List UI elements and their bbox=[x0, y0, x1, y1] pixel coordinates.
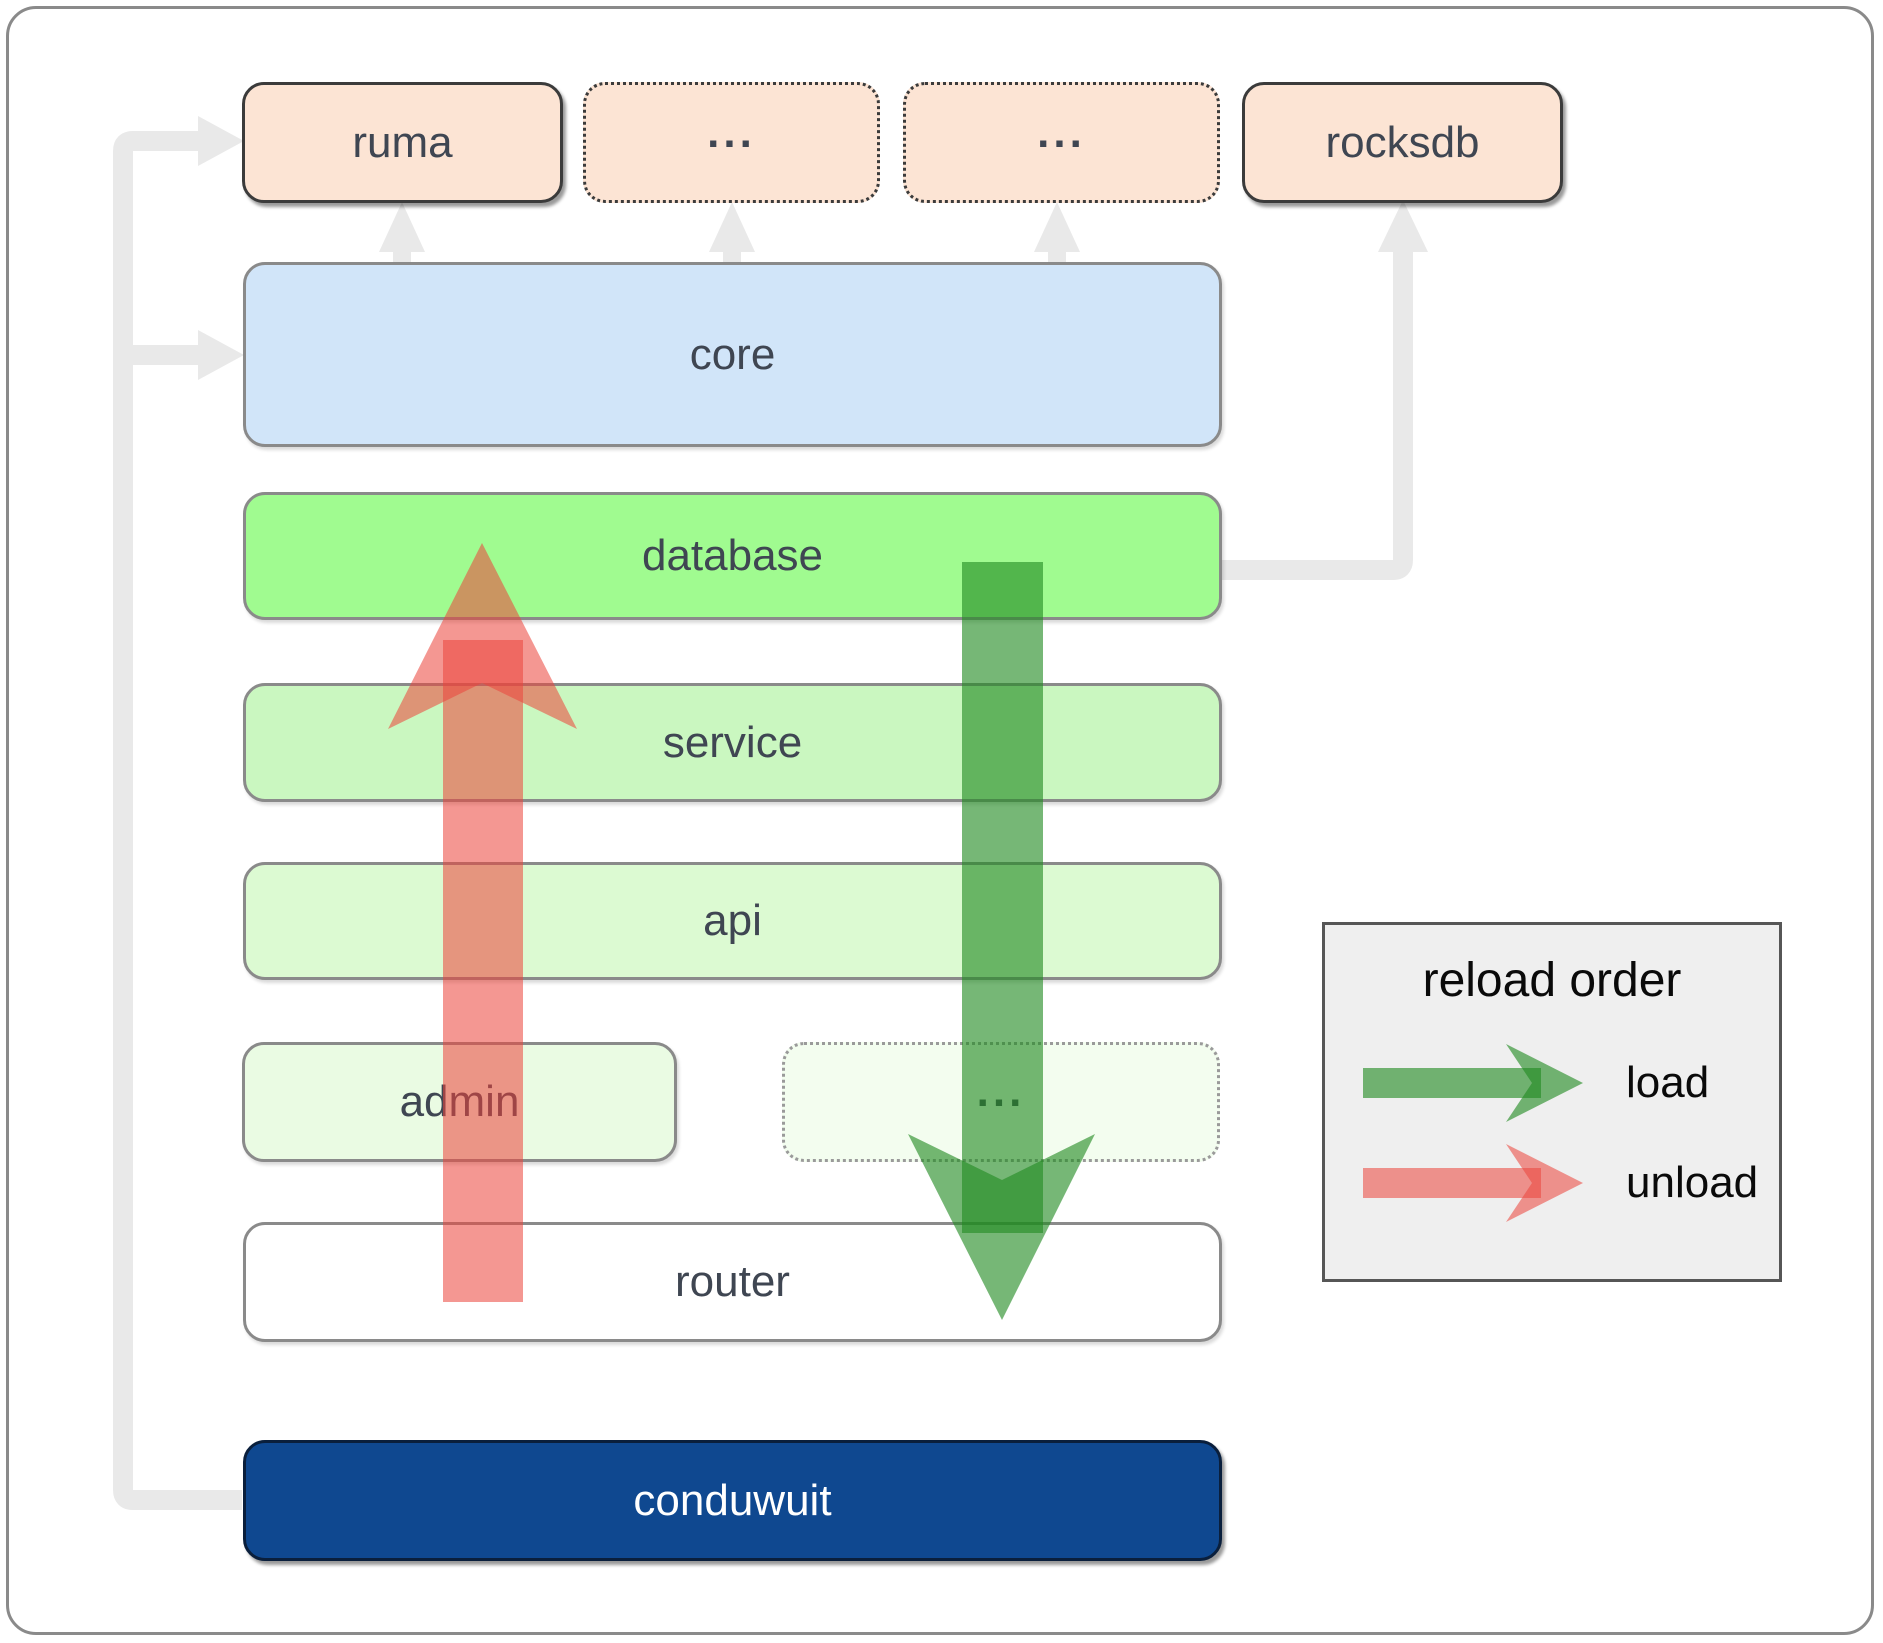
box-core: core bbox=[243, 262, 1222, 447]
box-router-label: router bbox=[675, 1257, 790, 1306]
box-service: service bbox=[243, 683, 1222, 802]
box-conduwuit: conduwuit bbox=[243, 1440, 1222, 1561]
box-core-label: core bbox=[689, 329, 776, 379]
legend-unload-arrow-icon bbox=[1363, 1144, 1583, 1222]
legend-title: reload order bbox=[1422, 954, 1682, 1007]
box-module-placeholder-2-label: ... bbox=[1037, 107, 1086, 157]
box-service-label: service bbox=[662, 717, 803, 767]
box-api-label: api bbox=[703, 896, 762, 945]
box-module-placeholder-1: ... bbox=[583, 82, 880, 203]
box-router: router bbox=[243, 1222, 1222, 1342]
box-rocksdb-label: rocksdb bbox=[1325, 117, 1480, 167]
box-conduwuit-label: conduwuit bbox=[633, 1475, 832, 1525]
box-admin-label: admin bbox=[399, 1077, 520, 1126]
box-admin: admin bbox=[242, 1042, 677, 1162]
legend-load-arrow-icon bbox=[1363, 1044, 1583, 1122]
box-ruma: ruma bbox=[242, 82, 563, 203]
box-api: api bbox=[243, 862, 1222, 980]
box-ruma-label: ruma bbox=[352, 117, 453, 167]
box-module-placeholder-1-label: ... bbox=[707, 107, 756, 157]
legend-load-label: load bbox=[1626, 1058, 1710, 1107]
box-database: database bbox=[243, 492, 1222, 620]
box-rocksdb: rocksdb bbox=[1242, 82, 1563, 203]
box-admin-more-placeholder: ... bbox=[782, 1042, 1220, 1162]
diagram-outer-border bbox=[6, 6, 1874, 1635]
legend: reload order load unload bbox=[1322, 922, 1782, 1282]
box-admin-more-placeholder-label: ... bbox=[976, 1067, 1026, 1116]
box-database-label: database bbox=[641, 531, 824, 580]
legend-unload-label: unload bbox=[1626, 1158, 1759, 1207]
box-module-placeholder-2: ... bbox=[903, 82, 1220, 203]
